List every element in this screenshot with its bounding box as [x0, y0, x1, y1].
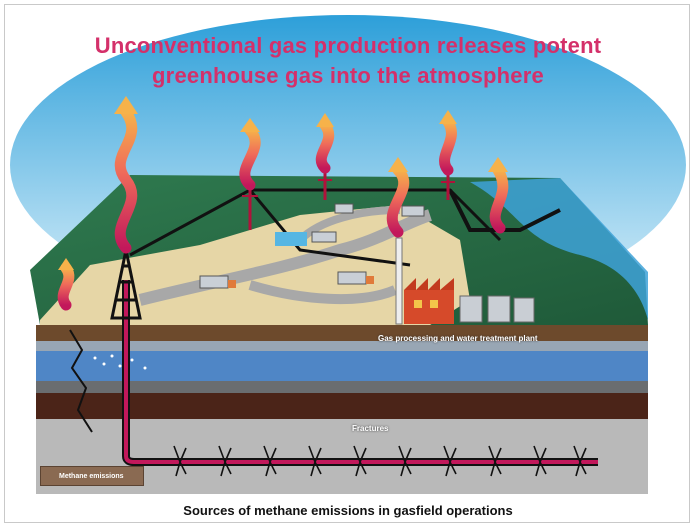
deep-soil-layer — [36, 393, 648, 419]
diagram-title-line1: Unconventional gas production releases p… — [94, 33, 602, 58]
pipeline — [248, 189, 411, 267]
wellhead-icon — [242, 190, 258, 230]
fractures — [173, 445, 587, 477]
truck-icon — [337, 271, 374, 285]
legend: Methane emissions — [40, 466, 144, 486]
sediment-layer — [36, 341, 648, 351]
rock-layer — [36, 381, 648, 393]
topsoil-layer — [36, 325, 648, 341]
plume-arrow-icon — [58, 96, 508, 270]
gas-plant-label: Gas processing and water treatment plant — [378, 334, 538, 343]
gas-processing-plant-icon — [395, 237, 535, 325]
legend-label: Methane emissions — [59, 472, 124, 480]
gas-well-bore — [124, 280, 598, 464]
aquifer-layer — [36, 351, 648, 381]
pipeline — [129, 188, 502, 257]
drilling-rig-icon — [110, 249, 142, 320]
road — [248, 280, 397, 305]
diagram-title-line2: greenhouse gas into the atmosphere — [152, 63, 544, 88]
truck-icon — [334, 203, 354, 214]
wellhead-icon — [441, 175, 455, 200]
water-pond — [275, 232, 307, 246]
diagram-caption: Sources of methane emissions in gasfield… — [183, 503, 513, 518]
methane-bubbles — [93, 354, 147, 370]
wellhead-icon — [318, 172, 332, 200]
fault-crack — [69, 329, 93, 433]
truck-icon — [401, 205, 425, 217]
road — [297, 206, 401, 243]
methane-plume — [57, 106, 509, 311]
truck-icon — [199, 275, 236, 289]
fractures-label: Fractures — [352, 424, 389, 433]
truck-icon — [311, 231, 337, 243]
river — [470, 178, 648, 320]
